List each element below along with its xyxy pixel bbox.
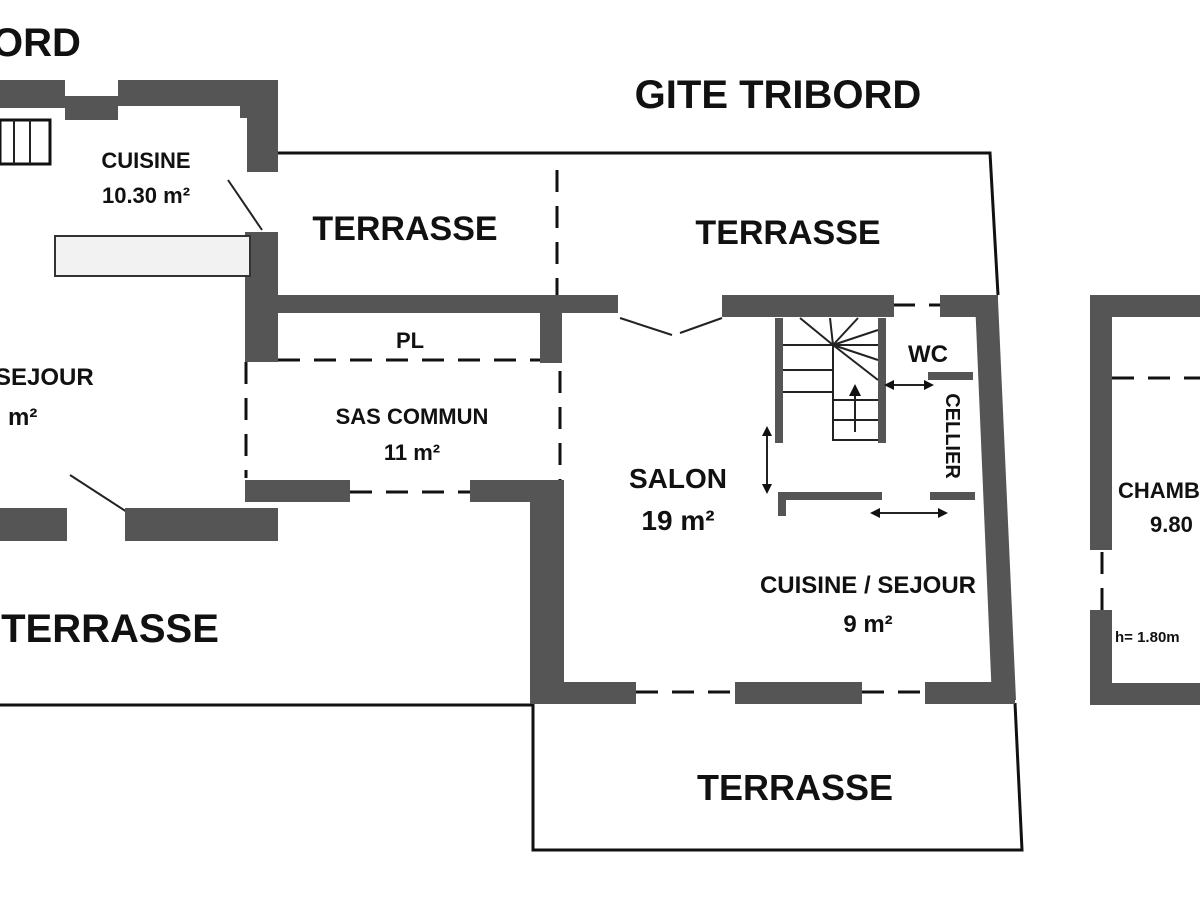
room-label-pl: PL <box>396 328 424 353</box>
staircase <box>783 317 879 441</box>
outline-lines <box>0 151 1200 852</box>
room-area-sejour: m² <box>8 404 37 431</box>
circulation-arrows <box>762 380 948 518</box>
left-heading: ORD <box>0 21 81 65</box>
fixtures <box>0 118 948 518</box>
room-label-terrasse-top-right: TERRASSE <box>695 214 880 252</box>
labels: ORD GITE TRIBORD CUISINE 10.30 m² TERRAS… <box>0 21 1200 808</box>
room-label-sas-commun: SAS COMMUN <box>336 404 489 429</box>
walls <box>0 80 1200 705</box>
room-label-terrasse-top-left: TERRASSE <box>312 210 497 248</box>
room-area-cuisine-sejour: 9 m² <box>843 611 892 638</box>
room-label-cellier: CELLIER <box>941 393 963 479</box>
room-label-sejour: SEJOUR <box>0 364 94 391</box>
room-area-cuisine: 10.30 m² <box>102 183 190 208</box>
room-label-salon: SALON <box>629 463 727 494</box>
room-area-sas-commun: 11 m² <box>384 440 440 465</box>
room-label-terrasse-bottom: TERRASSE <box>697 767 893 808</box>
room-label-wc: WC <box>908 341 948 368</box>
room-area-salon: 19 m² <box>641 505 714 536</box>
room-label-cuisine: CUISINE <box>101 148 190 173</box>
plan-title: GITE TRIBORD <box>635 73 922 117</box>
height-note: h= 1.80m <box>1115 629 1180 646</box>
room-label-terrasse-bottom-left: TERRASSE <box>1 607 219 651</box>
room-area-chambre: 9.80 <box>1150 512 1193 537</box>
room-label-chambre: CHAMB <box>1118 478 1200 503</box>
room-label-cuisine-sejour: CUISINE / SEJOUR <box>760 572 976 599</box>
